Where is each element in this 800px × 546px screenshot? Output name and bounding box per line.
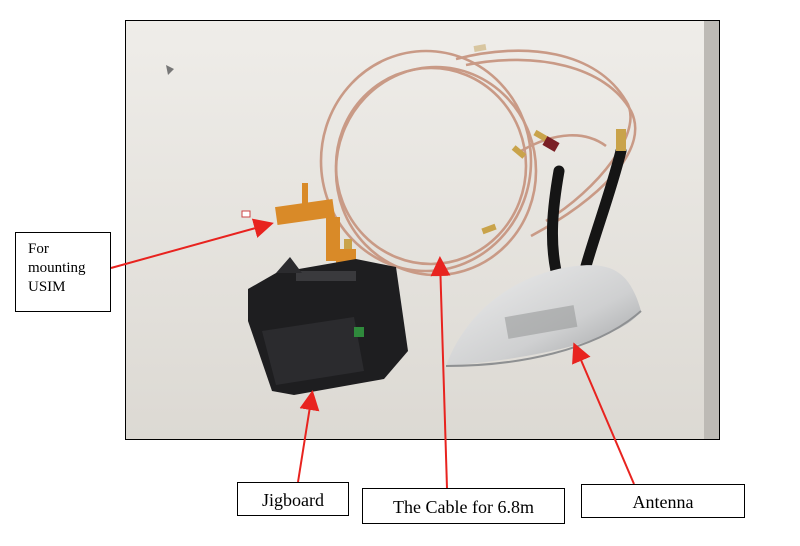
cable-connectors	[344, 44, 560, 253]
jigboard-module	[248, 257, 408, 395]
usim-label-line: mounting	[28, 260, 86, 276]
cable-label: The Cable for 6.8m	[362, 488, 565, 524]
antenna-body	[445, 265, 642, 367]
antenna-leads	[546, 145, 627, 277]
debris	[166, 65, 174, 75]
photo-illustration	[126, 21, 719, 439]
antenna-connector-tip	[616, 129, 626, 151]
usim-label-line: USIM	[28, 279, 66, 295]
product-photo	[125, 20, 720, 440]
usim-label: For mounting USIM	[15, 232, 111, 312]
debris	[241, 210, 251, 218]
jigboard-label: Jigboard	[237, 482, 349, 516]
usim-label-line: For	[28, 241, 49, 257]
usim-flex-ribbon	[275, 183, 356, 263]
antenna-label: Antenna	[581, 484, 745, 518]
